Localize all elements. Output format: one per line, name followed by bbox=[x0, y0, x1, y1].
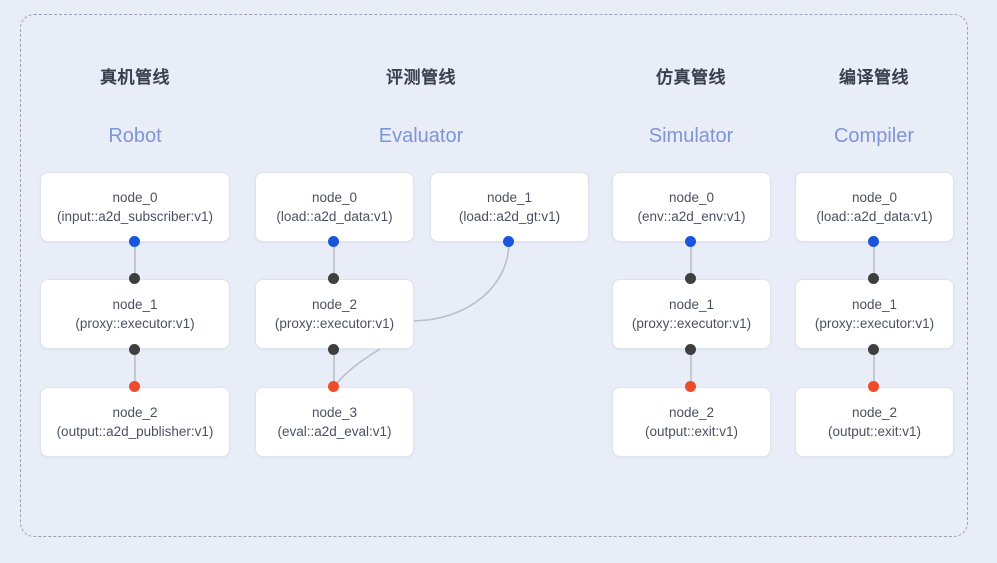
node-name: node_3 bbox=[311, 405, 358, 420]
node-type: (output::a2d_publisher:v1) bbox=[56, 424, 214, 439]
node-name: node_2 bbox=[112, 405, 158, 420]
port-dot-link-compiler-1-out[interactable] bbox=[868, 344, 879, 355]
port-dot-link-robot-1-out[interactable] bbox=[129, 344, 140, 355]
node-name: node_0 bbox=[112, 190, 158, 205]
node-type: (proxy::executor:v1) bbox=[814, 316, 935, 331]
port-dot-source-robot-0[interactable] bbox=[129, 236, 140, 247]
node-type: (eval::a2d_eval:v1) bbox=[277, 424, 392, 439]
port-dot-sink-evaluator-3[interactable] bbox=[328, 381, 339, 392]
column-subtitle-simulator: Simulator bbox=[648, 125, 734, 147]
node-card-evaluator-2[interactable]: node_2 (proxy::executor:v1) bbox=[255, 279, 414, 349]
node-name: node_0 bbox=[311, 190, 358, 205]
node-card-robot-0[interactable]: node_0 (input::a2d_subscriber:v1) bbox=[40, 172, 230, 242]
node-type: (load::a2d_data:v1) bbox=[276, 209, 393, 224]
node-name: node_1 bbox=[112, 297, 158, 312]
column-subtitle-compiler: Compiler bbox=[833, 125, 915, 147]
node-name: node_2 bbox=[668, 405, 715, 420]
port-dot-sink-simulator-2[interactable] bbox=[685, 381, 696, 392]
node-name: node_2 bbox=[851, 405, 898, 420]
node-card-robot-2[interactable]: node_2 (output::a2d_publisher:v1) bbox=[40, 387, 230, 457]
port-dot-link-simulator-1-in[interactable] bbox=[685, 273, 696, 284]
node-type: (proxy::executor:v1) bbox=[631, 316, 752, 331]
node-card-evaluator-1[interactable]: node_1 (load::a2d_gt:v1) bbox=[430, 172, 589, 242]
port-dot-link-evaluator-2-out[interactable] bbox=[328, 344, 339, 355]
port-dot-sink-compiler-2[interactable] bbox=[868, 381, 879, 392]
node-type: (proxy::executor:v1) bbox=[75, 316, 195, 331]
port-dot-source-evaluator-0[interactable] bbox=[328, 236, 339, 247]
column-title-robot: 真机管线 bbox=[100, 68, 170, 87]
node-name: node_0 bbox=[668, 190, 715, 205]
node-type: (load::a2d_gt:v1) bbox=[458, 209, 561, 224]
column-subtitle-evaluator: Evaluator bbox=[378, 125, 464, 147]
port-dot-sink-robot-2[interactable] bbox=[129, 381, 140, 392]
node-card-compiler-2[interactable]: node_2 (output::exit:v1) bbox=[795, 387, 954, 457]
port-dot-link-compiler-1-in[interactable] bbox=[868, 273, 879, 284]
column-title-evaluator: 评测管线 bbox=[386, 68, 456, 87]
node-name: node_1 bbox=[668, 297, 715, 312]
column-title-simulator: 仿真管线 bbox=[656, 68, 726, 87]
column-title-compiler: 编译管线 bbox=[839, 68, 909, 87]
node-card-compiler-0[interactable]: node_0 (load::a2d_data:v1) bbox=[795, 172, 954, 242]
node-card-evaluator-3[interactable]: node_3 (eval::a2d_eval:v1) bbox=[255, 387, 414, 457]
node-card-robot-1[interactable]: node_1 (proxy::executor:v1) bbox=[40, 279, 230, 349]
pipeline-container-frame bbox=[20, 14, 968, 537]
port-dot-source-simulator-0[interactable] bbox=[685, 236, 696, 247]
node-type: (input::a2d_subscriber:v1) bbox=[56, 209, 214, 224]
node-card-evaluator-0[interactable]: node_0 (load::a2d_data:v1) bbox=[255, 172, 414, 242]
node-type: (env::a2d_env:v1) bbox=[637, 209, 746, 224]
port-dot-source-evaluator-1[interactable] bbox=[503, 236, 514, 247]
node-name: node_0 bbox=[851, 190, 898, 205]
node-type: (proxy::executor:v1) bbox=[274, 316, 395, 331]
port-dot-link-evaluator-2-in[interactable] bbox=[328, 273, 339, 284]
node-card-simulator-1[interactable]: node_1 (proxy::executor:v1) bbox=[612, 279, 771, 349]
node-name: node_1 bbox=[486, 190, 533, 205]
node-card-simulator-0[interactable]: node_0 (env::a2d_env:v1) bbox=[612, 172, 771, 242]
port-dot-link-robot-1-in[interactable] bbox=[129, 273, 140, 284]
node-card-compiler-1[interactable]: node_1 (proxy::executor:v1) bbox=[795, 279, 954, 349]
node-type: (output::exit:v1) bbox=[827, 424, 922, 439]
column-subtitle-robot: Robot bbox=[108, 125, 162, 147]
node-card-simulator-2[interactable]: node_2 (output::exit:v1) bbox=[612, 387, 771, 457]
node-type: (load::a2d_data:v1) bbox=[816, 209, 933, 224]
node-name: node_1 bbox=[851, 297, 898, 312]
node-type: (output::exit:v1) bbox=[644, 424, 739, 439]
port-dot-source-compiler-0[interactable] bbox=[868, 236, 879, 247]
node-name: node_2 bbox=[311, 297, 358, 312]
port-dot-link-simulator-1-out[interactable] bbox=[685, 344, 696, 355]
